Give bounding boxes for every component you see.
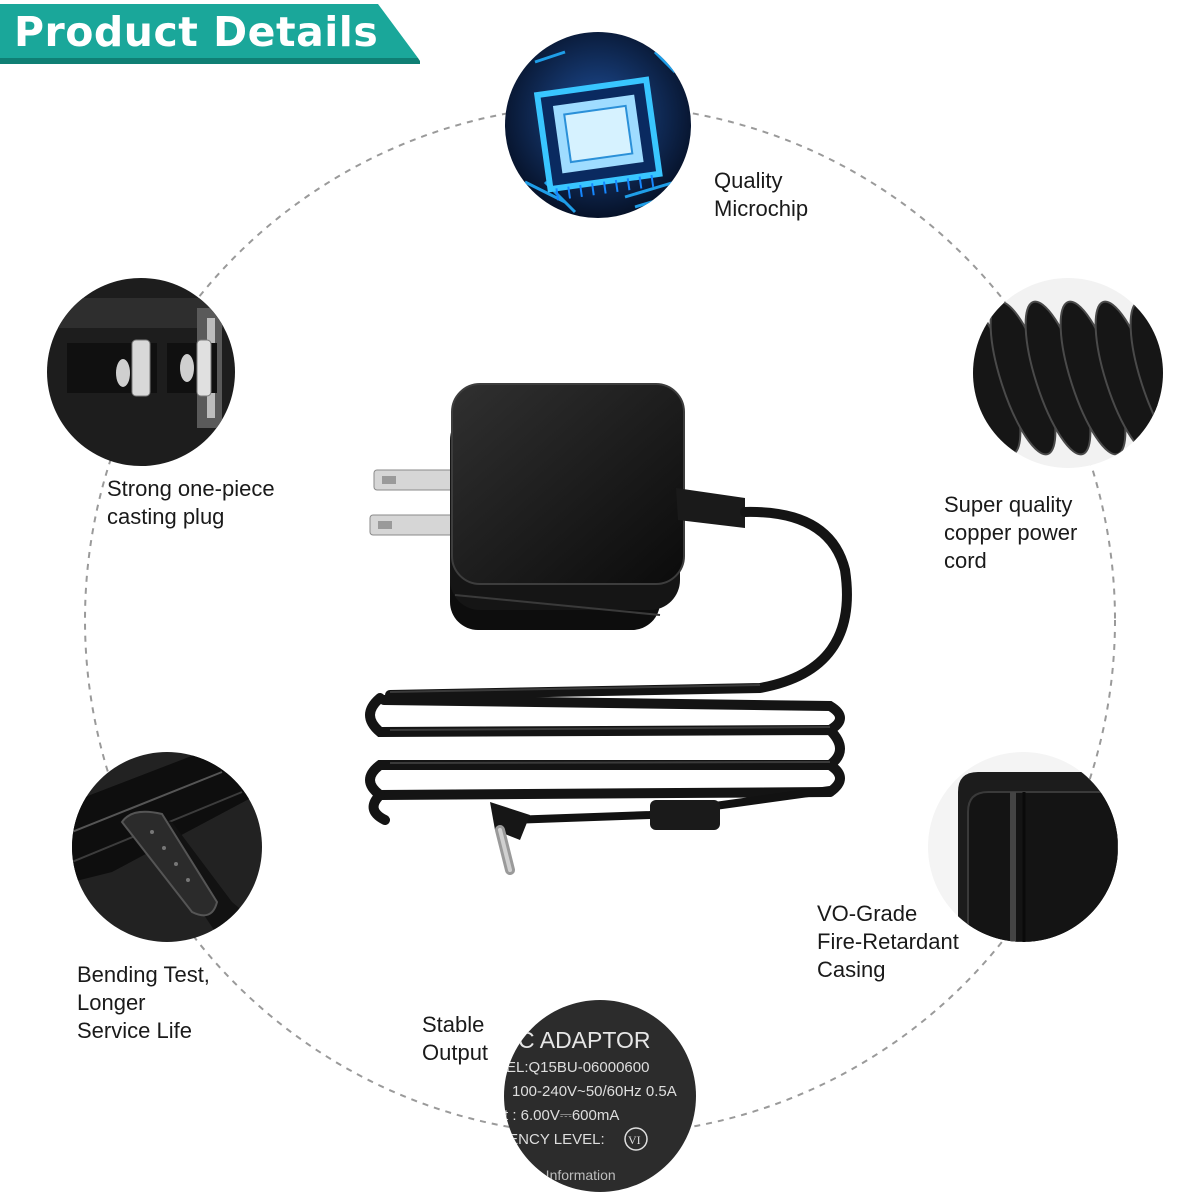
bending-detail: [72, 752, 262, 942]
product-details-banner: Product Details: [0, 0, 422, 66]
plate-line-1: C ADAPTOR: [518, 1027, 651, 1053]
bending-label: Bending Test, Longer Service Life: [77, 962, 210, 1043]
plate-line-6: h Information: [534, 1167, 616, 1183]
casing-corner-icon: [928, 752, 1118, 942]
efficiency-badge: [624, 1127, 648, 1151]
power-adapter-product: [365, 383, 852, 875]
plug-prongs-icon: [47, 278, 235, 466]
casing-detail: [928, 752, 1118, 942]
dc-connector: [490, 786, 831, 875]
plate-line-2: EL:Q15BU-06000600: [506, 1059, 649, 1076]
adapter-body: [450, 383, 685, 630]
rating-label-icon: C ADAPTOR EL:Q15BU-06000600 100-240V~50/…: [504, 1000, 696, 1192]
efficiency-badge-text: VI: [628, 1133, 641, 1147]
plate-line-4: t : 6.00V⎓600mA: [504, 1107, 619, 1124]
plate-line-5: IENCY LEVEL:: [504, 1131, 605, 1148]
microchip-detail: [505, 32, 691, 218]
plug-prongs: [369, 469, 465, 536]
cord-detail: [973, 278, 1163, 468]
plug-detail: [47, 278, 235, 466]
casing-label: VO-Grade Fire-Retardant Casing: [817, 901, 959, 982]
coiled-cord-icon: [973, 278, 1163, 468]
cable-strain-relief-icon: [72, 752, 262, 942]
plate-line-3: 100-240V~50/60Hz 0.5A: [512, 1083, 677, 1100]
coiled-cable: [365, 506, 852, 825]
banner-shape: [0, 4, 422, 64]
strain-relief: [676, 488, 745, 528]
plug-label: Strong one-piece casting plug: [107, 476, 275, 529]
cord-label: Super quality copper power cord: [944, 492, 1078, 573]
microchip-icon: [505, 32, 691, 218]
rating-label-detail: C ADAPTOR EL:Q15BU-06000600 100-240V~50/…: [504, 1000, 696, 1192]
microchip-label: Quality Microchip: [714, 168, 809, 221]
output-label: Stable Output: [422, 1012, 489, 1065]
banner-title: Product Details: [14, 8, 379, 56]
